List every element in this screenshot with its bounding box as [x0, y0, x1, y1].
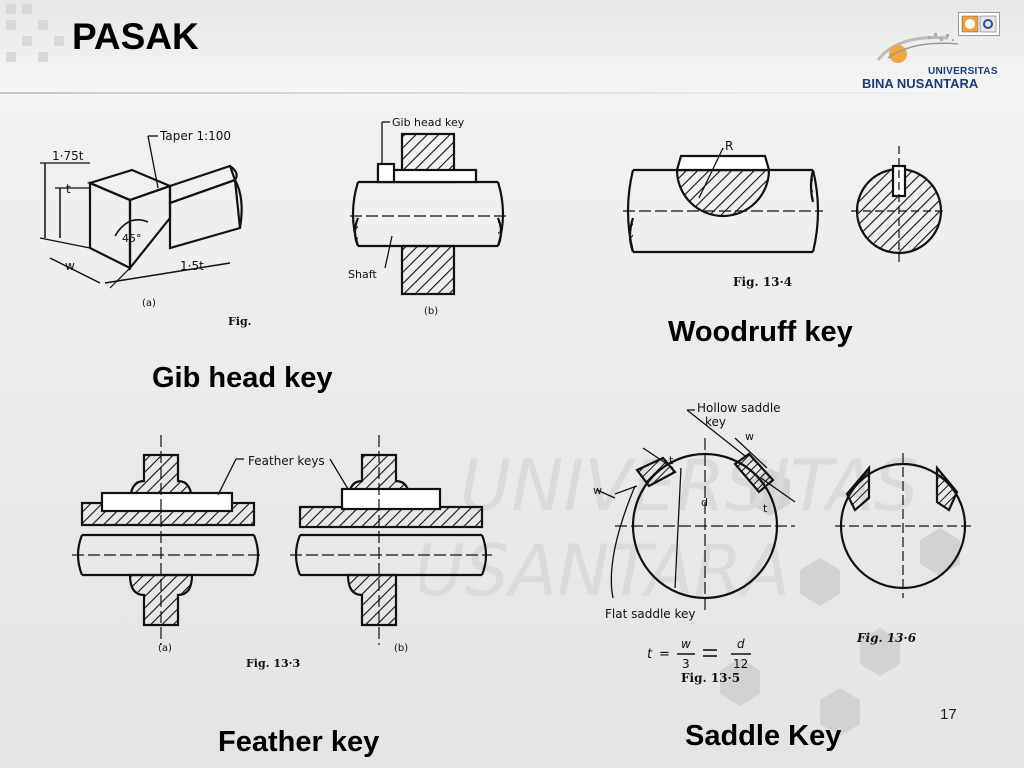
page-number: 17 [940, 706, 957, 723]
header-band: PASAK UNIVERSITAS BINA NUSANT [0, 0, 1024, 95]
caption-woodruff-key: Woodruff key [668, 316, 853, 348]
hollow-saddle-label-2: key [705, 415, 726, 429]
caption-feather-key: Feather key [218, 726, 380, 758]
figure-13-3: Feather keys (a) (b) Fig. 13·3 [72, 435, 492, 670]
header-divider [0, 92, 1024, 94]
figure-13-4: R Fig. 13·4 [623, 139, 947, 289]
fig-13-5-label: Fig. 13·5 [681, 671, 740, 685]
formula-3: 3 [682, 657, 690, 671]
dim-t: t [66, 182, 71, 196]
dim-w-left: w [593, 484, 602, 497]
sub-a-label: (a) [142, 298, 156, 309]
hollow-saddle-label: Hollow saddle [697, 401, 781, 415]
dim-175t: 1·75t [52, 149, 84, 163]
figure-13-2a: Taper 1:100 1·75t t 45° w 1·5t (a) Fig. … [39, 129, 255, 328]
slide-title: PASAK [72, 16, 199, 57]
flat-saddle-label: Flat saddle key [605, 607, 696, 621]
sub-a-13-3-label: (a) [158, 643, 172, 654]
watermark-line2: BINA NUSANTARA [420, 530, 790, 612]
formula-eq1: = [659, 647, 670, 662]
formula-t: t [647, 647, 653, 662]
sub-b-13-3-label: (b) [394, 643, 408, 654]
fig-13-6-label: Fig. 13·6 [856, 631, 917, 645]
feather-keys-label: Feather keys [248, 454, 325, 468]
dim-w-top: w [745, 430, 754, 443]
logo-swoosh-icon [876, 33, 959, 63]
logo-line2: BINA NUSANTARA [862, 76, 979, 91]
sub-b-label: (b) [424, 306, 438, 317]
formula-d: d [737, 637, 745, 651]
figure-13-5-6: Hollow saddle key w t w t d Flat saddle … [593, 401, 975, 685]
fig-13-4-label: Fig. 13·4 [733, 275, 792, 289]
dim-w: w [65, 259, 75, 273]
university-logo: UNIVERSITAS BINA NUSANTARA [858, 30, 1008, 98]
caption-gib-head-key: Gib head key [152, 362, 333, 394]
dim-t-left: t [669, 454, 674, 467]
figure-13-2b: Gib head key Shaft (b) [348, 116, 506, 317]
radius-label: R [725, 139, 733, 153]
formula-w: w [681, 637, 691, 651]
fig-13-3-label: Fig. 13·3 [246, 657, 300, 670]
dim-d: d [701, 496, 708, 509]
gib-head-key-label: Gib head key [392, 116, 465, 129]
dim-t-right: t [763, 502, 768, 515]
fig-13-2-label: Fig. 13·2 [228, 315, 255, 328]
taper-label: Taper 1:100 [159, 129, 231, 143]
logo-line1: UNIVERSITAS [928, 66, 998, 77]
shaft-label: Shaft [348, 268, 377, 281]
formula-12: 12 [733, 657, 748, 671]
caption-saddle-key: Saddle Key [685, 720, 842, 752]
angle-label: 45° [122, 232, 142, 245]
header-decoration [0, 0, 80, 80]
logo-badge-icon [958, 12, 1000, 36]
dim-15t: 1·5t [180, 259, 204, 273]
